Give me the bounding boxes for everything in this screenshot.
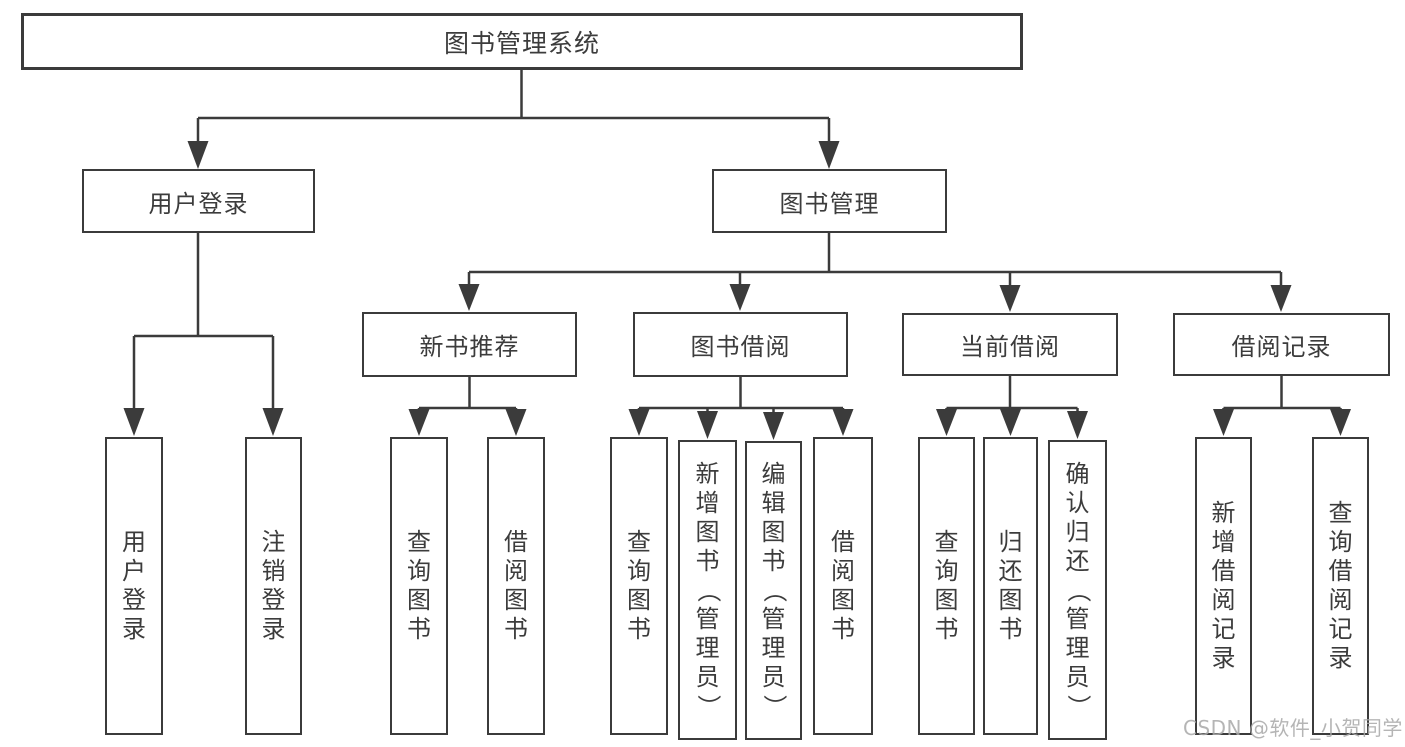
node-current-borrowing: 当前借阅	[902, 313, 1118, 376]
node-book-management: 图书管理	[712, 169, 947, 233]
node-borrowing-records: 借阅记录	[1173, 313, 1390, 376]
leaf-query-books-borrowing: 查询图书	[610, 437, 668, 735]
leaf-edit-books-admin: 编辑图书（管理员）	[745, 441, 802, 740]
node-user-login: 用户登录	[82, 169, 315, 233]
leaf-user-login: 用户登录	[105, 437, 163, 735]
leaf-query-books-recommend: 查询图书	[390, 437, 448, 735]
leaf-return-books: 归还图书	[983, 437, 1038, 735]
leaf-borrow-books-recommend: 借阅图书	[487, 437, 545, 735]
leaf-query-borrow-record: 查询借阅记录	[1312, 437, 1369, 735]
leaf-logout: 注销登录	[245, 437, 302, 735]
node-book-borrowing: 图书借阅	[633, 312, 848, 377]
watermark: CSDN @软件_小贺同学	[1183, 716, 1403, 740]
leaf-add-borrow-record: 新增借阅记录	[1195, 437, 1252, 735]
arrowheads	[123, 141, 1351, 440]
leaf-confirm-return-admin: 确认归还（管理员）	[1048, 440, 1107, 740]
leaf-borrow-books-borrowing: 借阅图书	[813, 437, 873, 735]
leaf-add-books-admin: 新增图书（管理员）	[678, 440, 737, 740]
node-new-book-recommend: 新书推荐	[362, 312, 577, 377]
node-root: 图书管理系统	[21, 13, 1023, 70]
leaf-query-books-current: 查询图书	[918, 437, 975, 735]
